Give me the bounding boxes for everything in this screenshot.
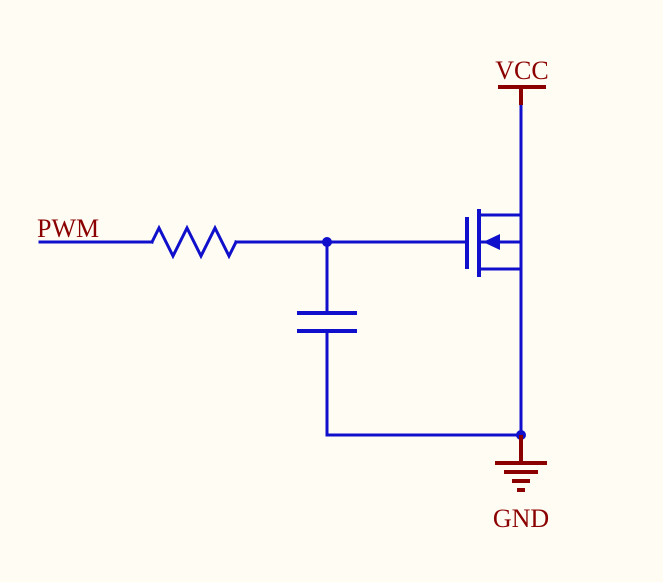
power-symbol-layer xyxy=(495,85,547,492)
net-label-layer: PWM VCC GND xyxy=(37,56,549,533)
junction-layer xyxy=(322,234,526,440)
gnd-label: GND xyxy=(493,504,549,533)
junction-dot-gate-node xyxy=(322,237,332,247)
pwm-label: PWM xyxy=(37,214,99,243)
vcc-label: VCC xyxy=(495,56,548,85)
wire-layer xyxy=(38,101,523,437)
mosfet-arrow-icon xyxy=(483,234,500,250)
resistor-icon xyxy=(149,224,239,260)
